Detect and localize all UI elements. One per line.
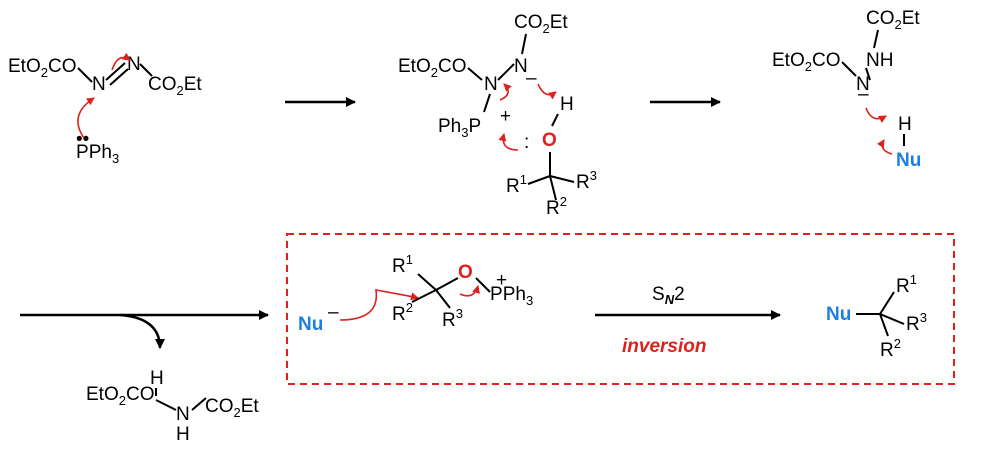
svg-text:R2: R2: [546, 194, 567, 219]
curly-arrow-nn: [111, 52, 131, 71]
svg-text:EtO2CO: EtO2CO: [398, 56, 466, 80]
svg-text:R1: R1: [392, 252, 413, 277]
svg-text:SN2: SN2: [652, 284, 685, 307]
svg-text:PPh3: PPh3: [76, 142, 119, 166]
svg-text:NH: NH: [866, 50, 893, 71]
svg-text:+: +: [500, 106, 511, 127]
svg-text:–: –: [328, 302, 339, 323]
dead-molecule: EtO2CO N N CO2Et PPh3 ••: [8, 52, 202, 166]
betaine-intermediate: CO2Et N – EtO2CO N Ph3P + H O : R1 R3 R2: [398, 12, 597, 219]
svg-text:EtO2CO: EtO2CO: [8, 56, 76, 80]
svg-text:CO2Et: CO2Et: [205, 396, 259, 420]
svg-text:R1: R1: [896, 272, 917, 297]
lone-pair: ••: [76, 129, 89, 150]
svg-text:Nu: Nu: [826, 304, 851, 325]
svg-text:R2: R2: [392, 300, 413, 325]
n-atom-1: N: [92, 74, 106, 95]
hydroxyl-oxygen: O: [542, 130, 557, 151]
svg-text:CO2Et: CO2Et: [866, 8, 920, 32]
svg-text:N: N: [856, 74, 870, 95]
sn2-box: [286, 233, 955, 385]
svg-text:Ph3P: Ph3P: [438, 116, 481, 140]
svg-text:EtO2CO: EtO2CO: [772, 50, 840, 74]
n-atom-2: N: [127, 54, 141, 75]
svg-text:H: H: [898, 114, 912, 135]
nucleophile-anion: Nu: [298, 314, 323, 335]
svg-text:N: N: [514, 56, 528, 77]
svg-text:CO2Et: CO2Et: [514, 12, 568, 36]
svg-text:–: –: [526, 68, 537, 89]
svg-text:N: N: [484, 74, 498, 95]
inversion-label: inversion: [622, 336, 706, 357]
svg-text:CO2Et: CO2Et: [148, 74, 202, 98]
svg-text::: :: [524, 132, 529, 153]
svg-text:–: –: [858, 84, 869, 105]
hydrazine-byproduct: H EtO2CO N H CO2Et: [86, 368, 259, 445]
svg-text:R3: R3: [576, 168, 597, 193]
svg-text:R3: R3: [906, 310, 927, 335]
inverted-product: Nu R1 R3 R2: [826, 272, 927, 361]
svg-text:EtO2CO: EtO2CO: [86, 384, 154, 408]
svg-text:+: +: [496, 270, 507, 291]
hydrazide-anion: CO2Et NH EtO2CO N – H Nu: [772, 8, 921, 171]
svg-text:H: H: [150, 368, 164, 389]
svg-text:R1: R1: [506, 172, 527, 197]
activated-oxygen: O: [458, 262, 473, 283]
svg-text:H: H: [560, 94, 574, 115]
svg-text:R2: R2: [880, 336, 901, 361]
curly-arrow-p-attack: [77, 97, 95, 139]
nucleophile-h: Nu: [896, 150, 921, 171]
oxyphosphonium-intermediate: Nu – R1 O PPh3 + R2 R3: [298, 252, 533, 335]
byproduct-arrow: [119, 313, 165, 349]
svg-text:R3: R3: [442, 306, 463, 331]
svg-text:H: H: [176, 424, 190, 445]
svg-text:N: N: [176, 404, 190, 425]
sn2-step: SN2 inversion: [595, 284, 781, 357]
svg-text:PPh3: PPh3: [490, 284, 533, 308]
